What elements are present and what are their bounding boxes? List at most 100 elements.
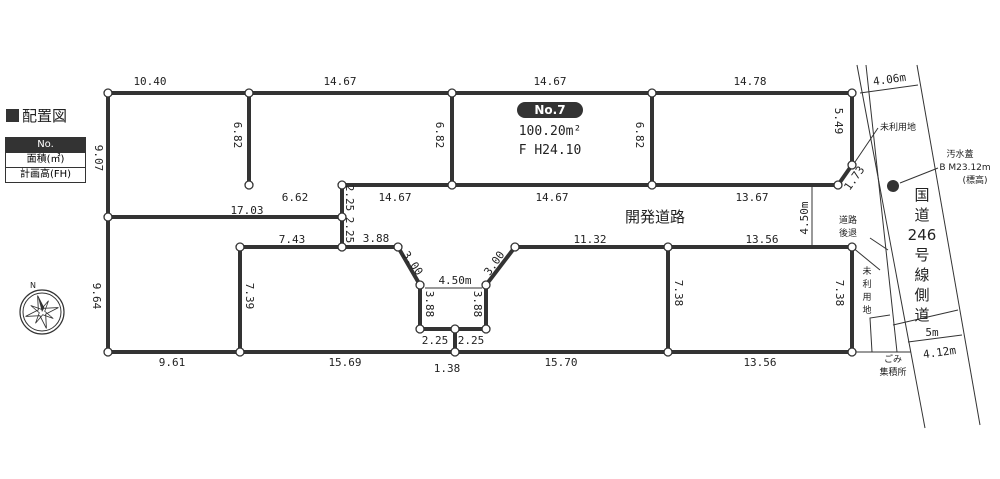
dev-road-label: 開発道路 <box>625 208 685 226</box>
boundary-marker <box>103 212 113 222</box>
char: 246 <box>908 226 937 244</box>
dimension-label: 6.82 <box>231 122 244 149</box>
national-road-label: 国 道 246 号 線 側 道 <box>908 186 937 324</box>
char: 国 <box>914 186 929 204</box>
legend-table: No. 面積(㎡) 計画高(FH) <box>5 137 86 183</box>
dimension-label: 6.62 <box>282 191 309 204</box>
dimension-label: 10.40 <box>133 75 166 88</box>
manhole-marker <box>887 180 899 192</box>
boundary-marker <box>244 180 254 190</box>
compass-icon: N <box>19 281 65 335</box>
dimension-label: 14.67 <box>533 75 566 88</box>
dimension-label: 13.56 <box>743 356 776 369</box>
dimension-label: 7.38 <box>672 280 685 307</box>
unused-land-label-vertical: 未 利 用 地 <box>862 265 871 316</box>
char: 利 <box>862 278 871 290</box>
boundary-marker <box>235 347 245 357</box>
dimension-label: 2.25 <box>343 217 356 244</box>
boundary-marker <box>663 347 673 357</box>
dimension-label: 4.50m <box>438 274 471 287</box>
lot-badge <box>517 102 583 118</box>
boundary-marker <box>450 324 460 334</box>
boundary-marker <box>833 180 843 190</box>
boundary-marker <box>337 180 347 190</box>
char: 側 <box>914 286 929 304</box>
dimension-label: 6.82 <box>433 122 446 149</box>
compass-north-label: N <box>30 281 36 290</box>
dimension-label: 9.61 <box>159 356 186 369</box>
dimension-label: 5.49 <box>832 108 845 135</box>
boundary-marker <box>847 160 857 170</box>
char: 地 <box>862 304 871 316</box>
boundary-marker <box>847 88 857 98</box>
road-width-mid: 5m <box>925 326 939 339</box>
dimension-label: 1.73 <box>841 164 867 193</box>
legend-square-icon <box>6 109 19 122</box>
dimension-label: 13.56 <box>745 233 778 246</box>
char: 用 <box>862 292 871 303</box>
lot-number: No.7 <box>534 103 565 117</box>
dimension-label: 13.67 <box>735 191 768 204</box>
boundary-marker <box>447 88 457 98</box>
dimension-label: 15.70 <box>544 356 577 369</box>
garbage-label-2: 集積所 <box>879 366 906 378</box>
boundary-marker <box>481 280 491 290</box>
boundary-marker <box>663 242 673 252</box>
dimension-label: 1.38 <box>434 362 461 375</box>
dimension-label: 6.82 <box>633 122 646 149</box>
char: 線 <box>914 266 929 284</box>
road-lines <box>425 64 981 429</box>
boundary-marker <box>447 180 457 190</box>
legend-area: 面積(㎡) <box>6 152 85 167</box>
boundary-markers <box>103 88 857 357</box>
manhole-label: 汚水蓋 <box>946 148 973 160</box>
lot-fh: F H24.10 <box>519 143 582 158</box>
dimension-label: 2.25 <box>343 185 356 212</box>
dimension-label: 2.25 <box>422 334 449 347</box>
char: 道 <box>914 306 929 324</box>
setback-label-2: 後退 <box>839 227 857 239</box>
garbage-label-1: ごみ <box>884 353 902 365</box>
char: 道 <box>914 206 929 224</box>
dimension-label: 14.78 <box>733 75 766 88</box>
dimension-label: 7.43 <box>279 233 306 246</box>
boundary-marker <box>235 242 245 252</box>
dimension-label: 15.69 <box>328 356 361 369</box>
dimension-label: 7.38 <box>833 280 846 307</box>
boundary-marker <box>103 347 113 357</box>
legend-height: 計画高(FH) <box>6 167 85 182</box>
boundary-marker <box>337 242 347 252</box>
road-width-bottom: 4.12m <box>922 344 957 362</box>
boundary-marker <box>847 347 857 357</box>
boundary-marker <box>103 88 113 98</box>
dimension-label: 3.88 <box>471 291 484 318</box>
dimension-label: 9.64 <box>90 283 103 310</box>
boundary-marker <box>647 88 657 98</box>
legend-title: 配置図 <box>6 105 67 126</box>
dimension-label: 14.67 <box>535 191 568 204</box>
boundary-marker <box>415 324 425 334</box>
dimension-label: 4.50m <box>798 201 811 234</box>
dimension-label: 9.07 <box>92 145 105 172</box>
dimension-label: 14.67 <box>378 191 411 204</box>
dimension-label: 7.39 <box>243 283 256 310</box>
boundary-marker <box>415 280 425 290</box>
boundary-marker <box>244 88 254 98</box>
boundary-marker <box>393 242 403 252</box>
boundary-marker <box>510 242 520 252</box>
lot-area: 100.20m² <box>519 124 582 139</box>
dimension-label: 3.88 <box>363 232 390 245</box>
dimension-label: 3.00 <box>400 249 426 278</box>
legend-header: No. <box>6 138 85 152</box>
benchmark-label: B M23.12m <box>939 163 990 173</box>
dimension-label: 17.03 <box>230 204 263 217</box>
dimension-label: 3.88 <box>423 291 436 318</box>
boundary-marker <box>337 212 347 222</box>
dimension-labels: 10.40 14.67 14.67 14.78 9.07 6.82 6.82 6.82 5.49… <box>90 75 867 375</box>
boundary-marker <box>847 242 857 252</box>
setback-label-1: 道路 <box>839 214 857 226</box>
boundary-marker <box>481 324 491 334</box>
dimension-label: 2.25 <box>458 334 485 347</box>
